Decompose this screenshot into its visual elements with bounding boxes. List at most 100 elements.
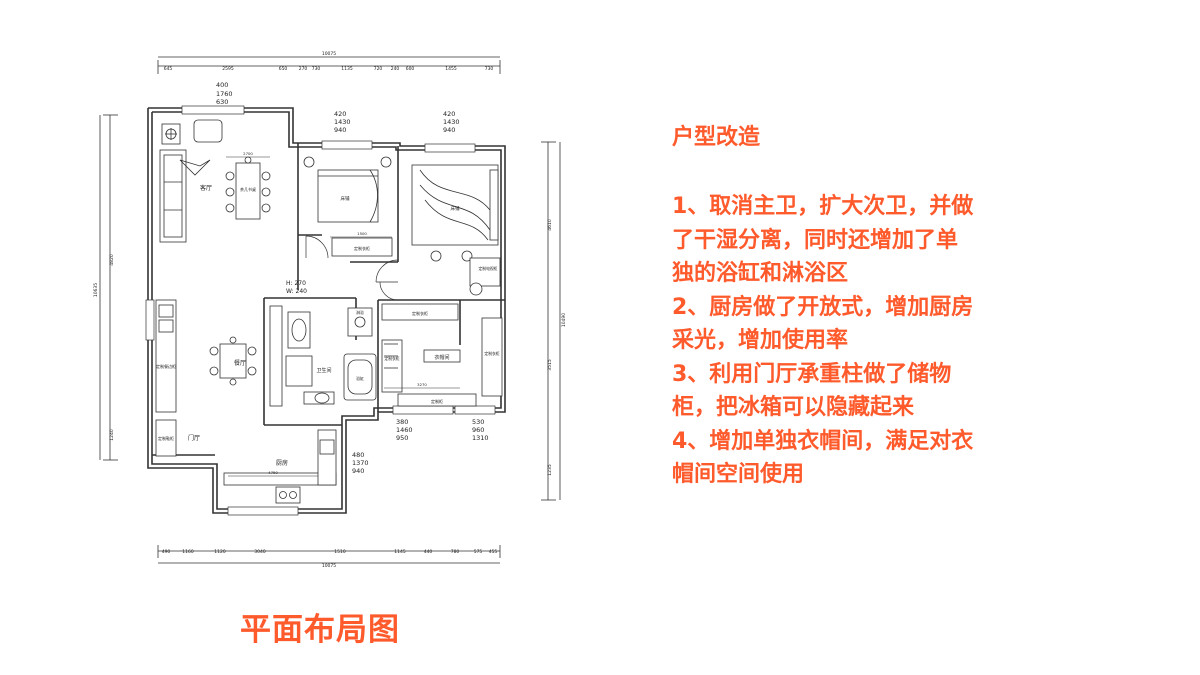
room-bed1: 床铺 <box>341 195 350 202</box>
svg-text:480: 480 <box>352 451 364 459</box>
bathroom-fixtures <box>269 305 335 407</box>
svg-text:1510: 1510 <box>334 549 346 555</box>
person-figure <box>179 159 211 176</box>
bottom-dim-labels: 490 1160 1120 3040 1510 1145 440 780 575… <box>162 549 498 555</box>
closet-label-box <box>423 349 461 363</box>
label-tv-cabinet: 定制电视柜 <box>479 266 498 271</box>
inner-dim-2: 1500 <box>357 231 367 236</box>
room-kitchen: 厨房 <box>276 459 288 467</box>
svg-text:720: 720 <box>374 66 383 72</box>
room-shower: 淋浴 <box>356 310 364 315</box>
svg-text:1370: 1370 <box>352 459 369 467</box>
svg-text:1430: 1430 <box>443 118 460 126</box>
armchair <box>161 119 223 145</box>
left-total-dim: 10635 <box>93 283 99 297</box>
top-total-dim: 10075 <box>322 51 336 57</box>
wardrobe-1 <box>331 237 393 257</box>
window-mark-4: 380 1460 950 <box>396 418 413 442</box>
left-dim-1: 4820 <box>109 254 115 266</box>
svg-text:240: 240 <box>391 66 400 72</box>
door-mark: H: 270 W: 240 <box>286 280 307 295</box>
right-dim-2: 3515 <box>547 359 553 371</box>
shower-area <box>347 307 373 337</box>
svg-text:575: 575 <box>474 549 483 555</box>
doors <box>305 235 399 301</box>
svg-text:940: 940 <box>352 467 364 475</box>
label-wardrobe-2: 定制衣柜 <box>412 310 428 316</box>
sofa <box>159 149 187 243</box>
closet-wardrobes <box>381 303 503 407</box>
svg-text:440: 440 <box>424 549 433 555</box>
notes-line: 了干湿分离，同时还增加了单 <box>672 227 959 253</box>
window-mark-2: 420 1430 940 <box>334 110 351 134</box>
kitchen-counter <box>223 429 337 504</box>
window-mark-3: 420 1430 940 <box>443 110 460 134</box>
window-mark-5: 530 960 1310 <box>472 418 489 442</box>
svg-text:3040: 3040 <box>254 549 266 555</box>
window-mark-1: 400 1760 630 <box>216 81 233 106</box>
dining-cabinet <box>155 299 177 413</box>
notes-line: 帽间空间使用 <box>672 462 805 487</box>
room-dining: 餐厅 <box>234 359 246 367</box>
label-cabinet: 定制柜 <box>431 398 443 404</box>
room-bed2: 床铺 <box>451 205 460 212</box>
notes-line: 2、厨房做了开放式，增加厨房 <box>672 294 974 320</box>
label-tea-table: 茶几书桌 <box>240 186 256 192</box>
svg-text:950: 950 <box>396 434 408 442</box>
right-dim-1: 4610 <box>547 219 553 231</box>
label-dining-cabinet: 定制餐边柜 <box>156 363 176 369</box>
room-living: 客厅 <box>200 184 212 192</box>
bottom-total-dim: 10075 <box>322 563 336 569</box>
svg-text:940: 940 <box>334 126 346 134</box>
svg-text:270: 270 <box>299 66 308 72</box>
svg-text:940: 940 <box>443 126 455 134</box>
svg-text:W: 240: W: 240 <box>286 288 307 295</box>
label-shoe-cabinet: 定制鞋柜 <box>158 435 174 441</box>
svg-text:1135: 1135 <box>341 66 353 72</box>
shoe-cabinet <box>155 419 177 457</box>
inner-dim-1: 2700 <box>243 151 253 156</box>
left-dimension-chain <box>99 114 118 461</box>
svg-text:530: 530 <box>472 418 484 426</box>
svg-text:400: 400 <box>216 81 228 89</box>
renovation-notes: 户型改造 1、取消主卫，扩大次卫，并做 了干湿分离，同时还增加了单 独的浴缸和淋… <box>672 120 1052 492</box>
label-wardrobe-1: 定制衣柜 <box>354 245 370 251</box>
notes-line: 独的浴缸和淋浴区 <box>672 261 849 286</box>
left-dim-2: 1240 <box>109 429 115 441</box>
svg-text:1460: 1460 <box>396 426 413 434</box>
svg-text:1120: 1120 <box>214 549 226 555</box>
notes-heading: 户型改造 <box>672 125 761 150</box>
bed-1 <box>303 156 392 223</box>
room-bathroom: 卫生间 <box>316 367 331 374</box>
svg-text:420: 420 <box>334 110 346 118</box>
svg-text:780: 780 <box>451 549 460 555</box>
svg-text:490: 490 <box>162 549 171 555</box>
svg-text:1760: 1760 <box>216 90 233 98</box>
svg-text:1310: 1310 <box>472 434 489 442</box>
top-dimension-chain <box>157 56 501 74</box>
inner-dim-3: 3270 <box>417 382 427 387</box>
svg-text:645: 645 <box>164 66 173 72</box>
svg-text:380: 380 <box>396 418 408 426</box>
room-tub: 浴缸 <box>356 375 364 381</box>
svg-text:730: 730 <box>312 66 321 72</box>
bathtub <box>343 353 377 401</box>
svg-text:H: 270: H: 270 <box>286 280 306 287</box>
room-foyer: 门厅 <box>188 434 200 442</box>
svg-text:630: 630 <box>216 98 228 106</box>
windows <box>145 105 496 516</box>
label-wardrobe-3: 定制衣柜 <box>384 356 399 361</box>
notes-line: 1、取消主卫，扩大次卫，并做 <box>672 194 974 219</box>
right-dimension-chain <box>541 141 561 501</box>
svg-text:1145: 1145 <box>394 549 406 555</box>
svg-text:650: 650 <box>279 66 288 72</box>
bed-2 <box>411 164 499 262</box>
window-mark-6: 480 1370 940 <box>352 451 369 475</box>
right-total-dim: 10490 <box>561 313 567 327</box>
svg-text:420: 420 <box>443 110 455 118</box>
svg-text:1455: 1455 <box>445 66 457 72</box>
svg-text:1430: 1430 <box>334 118 351 126</box>
svg-text:455: 455 <box>489 549 498 555</box>
plan-caption: 平面布局图 <box>240 612 400 648</box>
